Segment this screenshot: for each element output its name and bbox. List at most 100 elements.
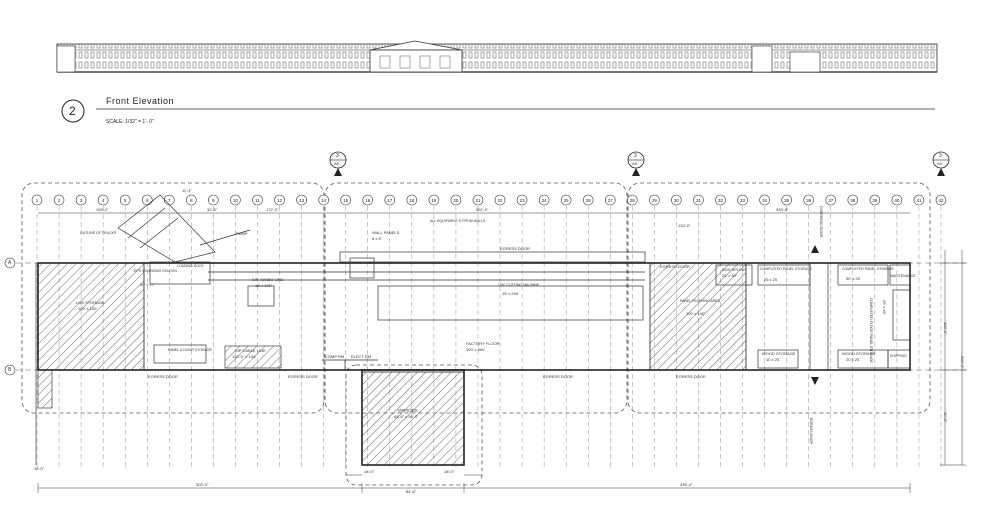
grid-bubble-label-17: 17 [387, 198, 393, 203]
egress-door-2: EGRESS DOOR [288, 374, 318, 379]
grid-bubble-19: 19 [428, 194, 440, 206]
egress-door-1: EGRESS DOOR [148, 374, 178, 379]
grid-bubble-label-3: 3 [80, 198, 83, 203]
grid-bubble-label-33: 33 [740, 198, 746, 203]
grid-bubble-5: 5 [119, 194, 131, 206]
grid-bubble-4: 4 [97, 194, 109, 206]
grid-bubble-42: 42 [935, 194, 947, 206]
grid-bubble-label-31: 31 [696, 198, 702, 203]
dim-small-3: 120'-0" [678, 223, 691, 228]
grid-bubble-37: 37 [825, 194, 837, 206]
wood-storage-2-size: 20 x 25 [846, 357, 860, 362]
grid-bubble-label-14: 14 [321, 198, 327, 203]
shipping-label: SHIPPING [890, 354, 907, 358]
offices-size: 84'-6" x 90'-0" [394, 414, 419, 419]
eps-station-label: EPS ICE/MIXING STATION [134, 269, 177, 273]
panel-finishing-size: 100' x 100' [686, 311, 706, 316]
grid-bubble-36: 36 [803, 194, 815, 206]
grid-bubble-40: 40 [891, 194, 903, 206]
dim-right-1: 100'-0" [943, 322, 948, 335]
completed-floor-panel-size: 25' x 40' [882, 300, 887, 315]
grid-bubble-15: 15 [340, 194, 351, 206]
box-spline-label: BOX SPLINE [722, 267, 746, 272]
egress-door-4: EGRESS DOOR [543, 374, 573, 379]
grid-bubble-label-4: 4 [102, 198, 105, 203]
section-marker-3 [932, 151, 950, 176]
offices-area [361, 371, 465, 466]
grid-bubble-label-21: 21 [475, 198, 481, 203]
dim-bottom-left: 300'-0" [196, 482, 209, 487]
grid-bubble-label-42: 42 [938, 198, 944, 203]
grid-bubble-34: 34 [759, 194, 770, 206]
grid-bubble-label-41: 41 [916, 198, 922, 203]
grid-bubble-label-30: 30 [674, 198, 680, 203]
grid-bubble-12: 12 [274, 194, 285, 206]
grid-bubble-label-40: 40 [894, 198, 900, 203]
grid-bubble-label-22: 22 [498, 198, 504, 203]
grid-bubble-1: 1 [31, 194, 43, 206]
grid-bubble-24: 24 [538, 194, 550, 206]
grid-bubble-label-2: 2 [58, 198, 61, 203]
grid-bubble-label-12: 12 [277, 198, 283, 203]
overhead-door-label: OVERHEAD DOOR [819, 206, 823, 238]
grid-bubble-10: 10 [230, 194, 241, 206]
grid-bubble-label-8: 8 [190, 198, 193, 203]
dim-right-3: 40'-0" [943, 412, 948, 423]
grid-bubble-label-38: 38 [850, 198, 856, 203]
grid-bubble-33: 33 [737, 194, 748, 206]
grid-bubble-8: 8 [186, 194, 197, 206]
grid-bubble-label-10: 10 [233, 198, 239, 203]
dim-left-edge: 18'-0" [34, 466, 45, 471]
grid-bubble-label-9: 9 [212, 198, 215, 203]
grid-bubble-14: 14 [318, 194, 329, 206]
wood-storage-2-label: WOOD STORAGE [842, 351, 876, 356]
dim-bottom-mid: 84'-6" [406, 489, 417, 494]
elevation-scale: SCALE: 1/32" = 1'- 0" [106, 119, 154, 125]
grid-bubble-label-27: 27 [608, 198, 614, 203]
grid-bubble-22: 22 [494, 194, 506, 206]
all-equipment-note: ALL EQUIPMENT 8' FROM WALLS [430, 219, 486, 223]
grid-bubble-21: 21 [472, 194, 484, 206]
grid-bubble-35: 35 [781, 194, 792, 206]
grid-bubble-2: 2 [53, 194, 65, 206]
sip-cable-label: SIP CABLE LINE [235, 348, 266, 353]
section-marker-1 [329, 151, 347, 176]
grid-bubble-16: 16 [362, 194, 374, 206]
equipment-layout [117, 194, 911, 370]
wall-panels-label: WALL PANELS [372, 230, 400, 235]
grid-bubble-11: 11 [252, 194, 263, 206]
grid-bubble-label-35: 35 [784, 198, 790, 203]
sip-jumbo-label: SIP JUMBO LINE [252, 277, 284, 282]
grid-bubble-17: 17 [384, 194, 396, 206]
grid-bubble-9: 9 [208, 194, 219, 206]
elevation-title-block [61, 99, 935, 123]
dim-top-right: 339'-6" [776, 207, 789, 212]
dim-top-mid-left: 172'-0" [266, 207, 279, 212]
grid-bubble-label-18: 18 [409, 198, 415, 203]
grid-bubble-label-28: 28 [630, 198, 636, 203]
section-marker-3-num: 3 [939, 153, 942, 159]
panel-storage-label: PANEL & DOOR STORAGE [168, 348, 212, 352]
grid-bubble-label-6: 6 [146, 198, 149, 203]
grid-bubble-label-32: 32 [718, 198, 724, 203]
grid-bubble-label-37: 37 [828, 198, 834, 203]
wood-storage-1-size: 10 x 25 [766, 357, 780, 362]
grid-bubble-31: 31 [693, 194, 704, 206]
maintenance-label: MAINTENANCE [890, 274, 916, 278]
grid-bubble-label-7: 7 [168, 198, 171, 203]
grid-bubble-13: 13 [296, 194, 307, 206]
cnc-cutting-label: CNC CUTTING MACHINE [498, 283, 540, 287]
grid-bubble-26: 26 [582, 194, 594, 206]
egress-door-3: EGRESS DOOR [500, 246, 530, 251]
section-marker-2-sheet: A5 [632, 161, 637, 166]
grid-bubble-label-23: 23 [520, 198, 526, 203]
dim-right-2: 200'-0" [960, 356, 965, 369]
column-grid-lines [36, 206, 942, 470]
eps-station-size: 40' x 27' [140, 282, 155, 287]
section-marker-2-num: 3 [634, 153, 637, 159]
ramp-label: RAMP [236, 231, 248, 236]
completed-panel-2-size: 50' x 25' [846, 276, 861, 281]
